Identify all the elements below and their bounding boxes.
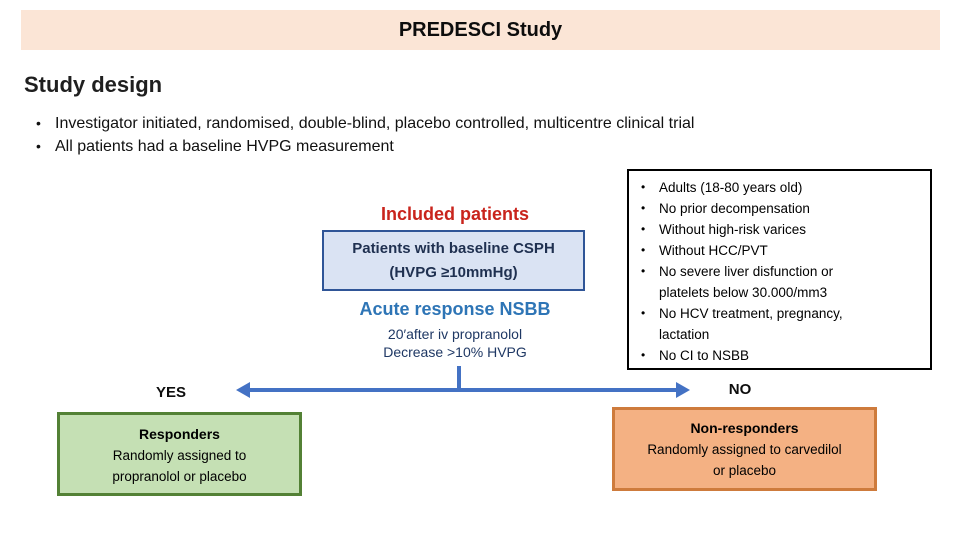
slide-title-banner: PREDESCI Study bbox=[21, 10, 940, 50]
bullet-marker: • bbox=[36, 138, 41, 154]
eligibility-bullet: • bbox=[641, 264, 646, 278]
no-label: NO bbox=[728, 381, 752, 398]
eligibility-bullet: • bbox=[641, 348, 646, 362]
yes-label: YES bbox=[155, 384, 186, 401]
eligibility-text: Adults (18-80 years old) bbox=[659, 180, 803, 195]
bullet-item: • All patients had a baseline HVPG measu… bbox=[36, 135, 916, 158]
non-responders-box: Non-responders Randomly assigned to carv… bbox=[612, 407, 877, 491]
flow-arrow-left-head-icon bbox=[236, 382, 250, 398]
included-patients-label: Included patients bbox=[380, 204, 530, 224]
slide-title: PREDESCI Study bbox=[398, 18, 563, 41]
eligibility-item-continuation: platelets below 30.000/mm3 bbox=[641, 282, 926, 303]
eligibility-text: No CI to NSBB bbox=[659, 348, 750, 363]
non-responders-line1: Randomly assigned to carvedilol bbox=[647, 442, 842, 457]
csph-line2: (HVPG ≥10mmHg) bbox=[389, 263, 518, 281]
eligibility-item: • No HCV treatment, pregnancy, bbox=[641, 303, 926, 324]
acute-sub-propranolol: 20′after iv propranolol bbox=[387, 326, 523, 342]
responders-title: Responders bbox=[139, 426, 220, 442]
eligibility-bullet: • bbox=[641, 222, 646, 236]
flow-arrow-stem bbox=[457, 366, 461, 388]
bullet-item: • Investigator initiated, randomised, do… bbox=[36, 112, 916, 135]
eligibility-text: Without high-risk varices bbox=[659, 222, 807, 237]
eligibility-item-continuation: lactation bbox=[641, 324, 926, 345]
bullet-text: Investigator initiated, randomised, doub… bbox=[55, 115, 695, 132]
responders-line2: propranolol or placebo bbox=[112, 469, 247, 484]
responders-line1: Randomly assigned to bbox=[112, 448, 247, 463]
acute-response-label: Acute response NSBB bbox=[359, 299, 551, 319]
non-responders-title: Non-responders bbox=[690, 420, 799, 436]
flow-arrow-line bbox=[249, 388, 677, 392]
section-heading: Study design bbox=[24, 72, 163, 97]
eligibility-item: • No CI to NSBB bbox=[641, 345, 926, 366]
eligibility-text: No severe liver disfunction or bbox=[659, 264, 834, 279]
bullet-text: All patients had a baseline HVPG measure… bbox=[55, 138, 394, 155]
eligibility-text: platelets below 30.000/mm3 bbox=[659, 285, 828, 300]
bullet-marker: • bbox=[36, 115, 41, 131]
flow-arrow-right-head-icon bbox=[676, 382, 690, 398]
eligibility-item: • Without HCC/PVT bbox=[641, 240, 926, 261]
eligibility-bullet: • bbox=[641, 201, 646, 215]
eligibility-item: • No prior decompensation bbox=[641, 198, 926, 219]
eligibility-criteria-box: • Adults (18-80 years old) • No prior de… bbox=[627, 169, 932, 370]
eligibility-text: No HCV treatment, pregnancy, bbox=[659, 306, 843, 321]
acute-sub-decrease: Decrease >10% HVPG bbox=[383, 344, 527, 360]
eligibility-item: • No severe liver disfunction or bbox=[641, 261, 926, 282]
eligibility-bullet: • bbox=[641, 180, 646, 194]
non-responders-line2: or placebo bbox=[712, 463, 777, 478]
csph-line1: Patients with baseline CSPH bbox=[352, 239, 555, 257]
eligibility-bullet: • bbox=[641, 306, 646, 320]
eligibility-bullet: • bbox=[641, 243, 646, 257]
study-bullet-list: • Investigator initiated, randomised, do… bbox=[36, 112, 916, 158]
responders-box: Responders Randomly assigned to proprano… bbox=[57, 412, 302, 496]
csph-box: Patients with baseline CSPH (HVPG ≥10mmH… bbox=[322, 230, 585, 291]
eligibility-text: No prior decompensation bbox=[659, 201, 810, 216]
eligibility-item: • Without high-risk varices bbox=[641, 219, 926, 240]
eligibility-text: Without HCC/PVT bbox=[659, 243, 768, 258]
eligibility-item: • Adults (18-80 years old) bbox=[641, 177, 926, 198]
eligibility-text: lactation bbox=[659, 327, 710, 342]
